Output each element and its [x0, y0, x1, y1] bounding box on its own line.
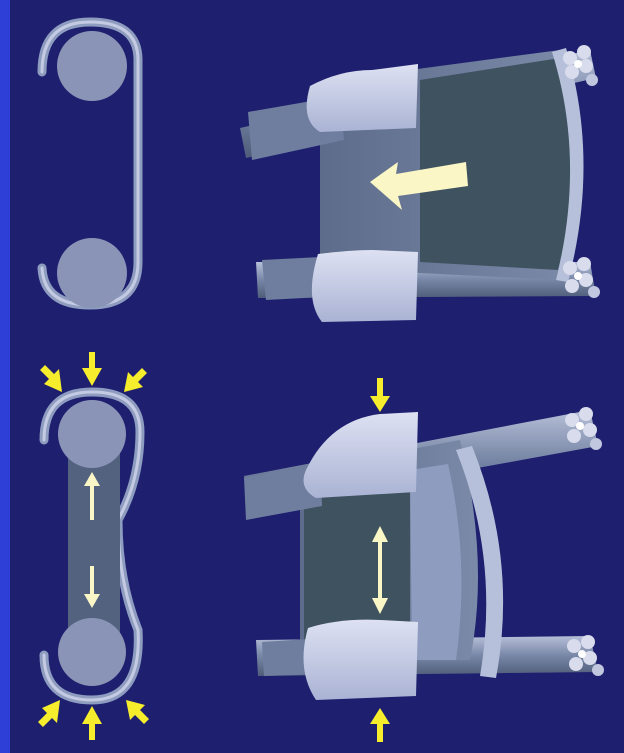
top-cable-section-compressed	[58, 400, 126, 468]
bottom-cable-section-compressed	[58, 618, 126, 686]
clip-cavity-compressed	[304, 490, 410, 640]
left-border	[0, 0, 10, 753]
top-cable-section	[57, 31, 127, 101]
clip-inner-cavity	[420, 58, 572, 270]
bottom-cable-section	[57, 238, 127, 308]
bottom-contact-pad-compressed	[304, 620, 419, 700]
bottom-contact-pad	[312, 250, 418, 322]
